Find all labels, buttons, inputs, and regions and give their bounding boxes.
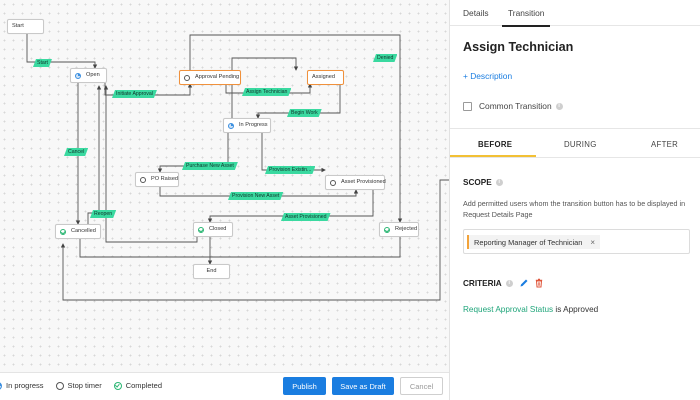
transition-reopen[interactable]: Reopen [90,210,116,218]
transition-connectors [26,34,449,301]
cancel-button[interactable]: Cancel [400,377,443,395]
node-assigned[interactable]: Assigned [307,70,344,85]
scope-heading-text: SCOPE [463,178,492,187]
legend-label: Stop timer [67,381,102,390]
stop-timer-icon [140,176,146,183]
transition-asset-provisioned[interactable]: Asset Provisioned [281,213,331,221]
transition-start[interactable]: Start [33,59,52,67]
scope-heading: SCOPE i [463,178,503,187]
node-po-raised[interactable]: PO Raised [135,172,179,187]
transition-provision-new-asset[interactable]: Provision New Asset [228,192,283,200]
workflow-canvas[interactable]: Start Open Approval Pending Assigned In … [0,0,449,372]
node-label: Assigned [312,74,336,80]
legend-in-progress: In progress [0,381,44,390]
tab-after[interactable]: AFTER [651,140,679,149]
node-label: Closed [209,226,227,232]
criteria-heading-text: CRITERIA [463,278,502,288]
info-icon[interactable]: i [555,102,563,110]
save-as-draft-button[interactable]: Save as Draft [332,377,394,395]
divider [450,157,700,158]
criteria-expression: Request Approval Status is Approved [463,305,598,314]
legend-completed: Completed [113,381,162,390]
transition-begin-work[interactable]: Begin Work [287,109,322,117]
node-label: Rejected [395,226,418,232]
node-asset-provisioned[interactable]: Asset Provisioned [325,175,386,190]
tab-transition[interactable]: Transition [501,8,552,27]
legend-label: Completed [125,381,162,390]
delete-trash-icon[interactable] [534,278,544,288]
tab-details[interactable]: Details [463,8,489,18]
edit-pencil-icon[interactable] [519,278,529,288]
in-progress-icon [75,72,81,79]
node-label: Start [12,23,24,29]
completed-icon [384,226,390,233]
criteria-condition: is Approved [553,305,599,314]
node-start[interactable]: Start [7,19,44,34]
scope-help-text: Add permitted users whom the transition … [463,199,686,219]
in-progress-icon [0,381,2,390]
legend-stop-timer: Stop timer [55,381,102,390]
status-legend: In progress Stop timer Completed [0,381,174,390]
publish-button[interactable]: Publish [283,377,326,395]
stop-timer-icon [184,74,190,81]
info-icon[interactable]: i [495,179,503,186]
transition-denied[interactable]: Denied [373,54,397,62]
node-label: Cancelled [71,228,96,234]
node-label: In Progress [239,122,268,128]
active-tab-indicator [450,155,536,157]
completed-icon [113,381,122,390]
node-label: Asset Provisioned [341,179,386,185]
in-progress-icon [228,122,234,129]
node-label: PO Raised [151,176,179,182]
permitted-users-input[interactable]: Reporting Manager of Technician × [463,229,690,254]
criteria-heading: CRITERIA i [463,278,544,288]
info-icon[interactable]: i [505,279,513,287]
chip-label: Reporting Manager of Technician [474,237,583,247]
node-open[interactable]: Open [70,68,107,83]
user-chip: Reporting Manager of Technician × [467,235,600,249]
criteria-field[interactable]: Request Approval Status [463,305,554,314]
tab-during[interactable]: DURING [564,140,597,149]
transition-provision-existing[interactable]: Provision Existin... [265,166,315,174]
legend-label: In progress [6,381,44,390]
node-label: Open [86,72,100,78]
common-transition-row: Common Transition i [463,101,563,111]
node-rejected[interactable]: Rejected [379,222,419,237]
node-in-progress[interactable]: In Progress [223,118,271,133]
stop-timer-icon [55,381,64,390]
transition-properties-panel: Details Transition Assign Technician + D… [449,0,700,400]
transition-initiate-approval[interactable]: Initiate Approval [112,90,157,98]
transition-purchase-new-asset[interactable]: Purchase New Asset [182,162,238,170]
node-label: Approval Pending [195,74,240,80]
tab-before[interactable]: BEFORE [478,140,513,149]
transition-cancel[interactable]: Cancel [64,148,88,156]
panel-tabs: Details Transition [450,0,700,27]
canvas-footer: In progress Stop timer Completed [0,372,449,400]
transition-assign-technician[interactable]: Assign Technician [242,88,291,96]
completed-icon [60,228,66,235]
completed-icon [198,226,204,233]
node-label: End [206,268,217,274]
node-approval-pending[interactable]: Approval Pending [179,70,241,85]
transition-title: Assign Technician [463,40,574,54]
remove-chip-icon[interactable]: × [590,237,595,247]
node-closed[interactable]: Closed [193,222,233,237]
divider [450,128,700,129]
stop-timer-icon [330,179,336,186]
add-description-link[interactable]: + Description [463,71,513,81]
node-cancelled[interactable]: Cancelled [55,224,101,239]
node-end[interactable]: End [193,264,230,279]
common-transition-label: Common Transition [479,101,552,111]
common-transition-checkbox[interactable] [463,101,472,111]
